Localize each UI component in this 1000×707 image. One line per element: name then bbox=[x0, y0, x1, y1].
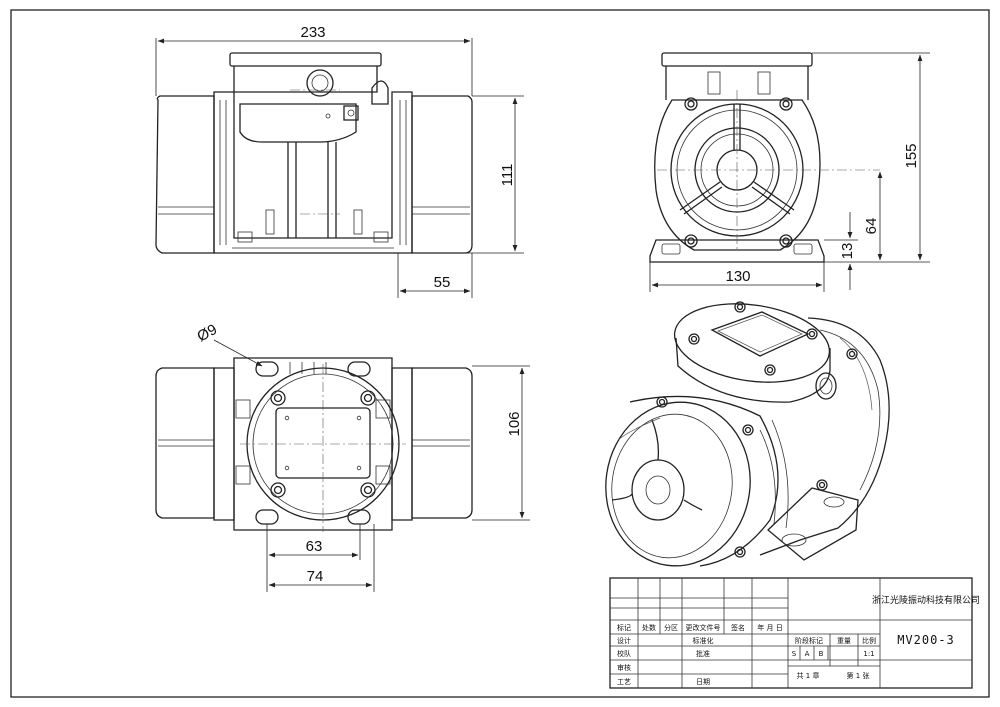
tb-row-standardize: 标准化 bbox=[693, 636, 714, 645]
tb-scale-value: 1:1 bbox=[863, 650, 874, 658]
sheet-border bbox=[10, 9, 990, 698]
tb-sheet-number: 第 1 张 bbox=[847, 671, 870, 680]
tb-stage-s: S bbox=[792, 650, 797, 658]
tb-header-date: 年 月 日 bbox=[757, 623, 782, 632]
dim-side-height: 155 bbox=[903, 143, 920, 168]
tb-stage-b: B bbox=[819, 650, 824, 658]
tb-header-sign: 签名 bbox=[731, 623, 745, 632]
dim-front-height: 111 bbox=[499, 164, 516, 187]
tb-row-approve: 批准 bbox=[696, 649, 710, 658]
side-view-dimensions: 155 64 13 130 bbox=[649, 52, 930, 292]
front-view bbox=[155, 52, 473, 254]
tb-company-name: 浙江光陵振动科技有限公司 bbox=[872, 594, 980, 606]
dim-side-foot-height: 13 bbox=[839, 243, 856, 260]
tb-model-number: MV200-3 bbox=[897, 633, 955, 647]
tb-header-zone: 分区 bbox=[664, 623, 678, 632]
dim-bottom-outer-spacing: 74 bbox=[307, 568, 324, 585]
dim-bottom-depth: 106 bbox=[506, 411, 523, 436]
dim-bottom-inner-spacing: 63 bbox=[306, 538, 323, 555]
tb-header-change-doc: 更改文件号 bbox=[686, 623, 721, 632]
dim-front-offset: 55 bbox=[434, 274, 451, 291]
dim-front-width: 233 bbox=[300, 24, 325, 41]
side-view bbox=[649, 52, 880, 263]
tb-header-stage-mark: 阶段标记 bbox=[795, 636, 823, 645]
tb-sheet-count: 共 1 章 bbox=[797, 671, 820, 680]
tb-row-review: 审核 bbox=[617, 663, 631, 672]
tb-header-mark: 标记 bbox=[617, 623, 631, 632]
dim-side-center-height: 64 bbox=[863, 218, 880, 235]
dim-bottom-hole-diameter: Ø9 bbox=[194, 321, 220, 345]
tb-stage-a: A bbox=[805, 650, 810, 658]
tb-header-scale: 比例 bbox=[862, 636, 876, 645]
bottom-view bbox=[155, 357, 473, 532]
tb-row-check: 校队 bbox=[617, 649, 631, 658]
front-view-dimensions: 233 111 55 bbox=[155, 24, 524, 298]
tb-row-process: 工艺 bbox=[617, 678, 631, 686]
tb-row-design: 设计 bbox=[617, 636, 631, 645]
isometric-view bbox=[605, 301, 890, 567]
tb-header-count: 处数 bbox=[642, 623, 656, 632]
tb-header-weight: 重量 bbox=[837, 637, 851, 645]
title-block: 标记 处数 分区 更改文件号 签名 年 月 日 设计 校队 审核 工艺 标准化 … bbox=[609, 577, 980, 689]
dim-side-width: 130 bbox=[725, 268, 750, 285]
tb-row-date: 日期 bbox=[696, 678, 710, 686]
